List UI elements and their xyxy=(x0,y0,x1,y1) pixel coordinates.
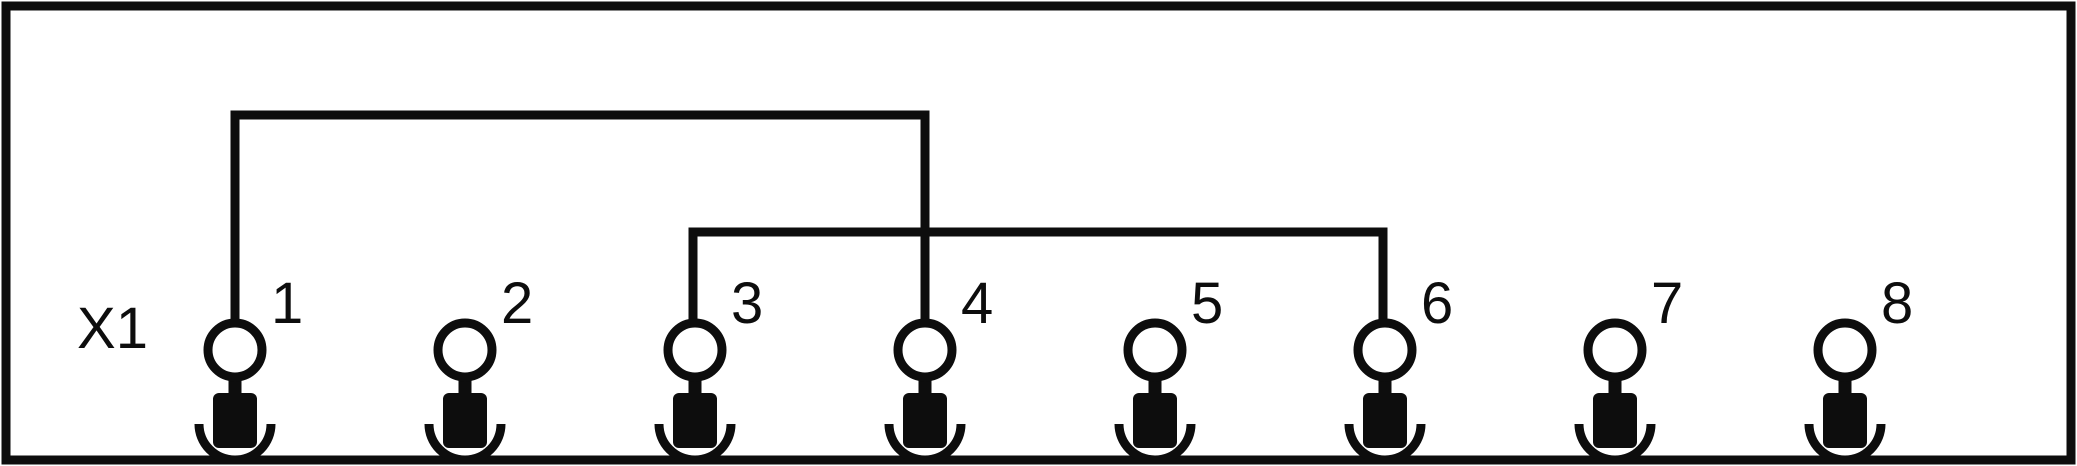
terminal-number-label: 4 xyxy=(961,271,993,336)
jumper-1-4 xyxy=(230,110,930,323)
terminal-clamp-arc xyxy=(194,423,276,459)
terminal-clamp-arc xyxy=(1344,423,1426,459)
terminal-number-label: 3 xyxy=(731,271,763,336)
terminal-1[interactable]: 1 xyxy=(194,271,303,460)
terminal-body xyxy=(673,393,717,448)
terminal-number-label: 2 xyxy=(501,271,533,336)
terminal-ring[interactable] xyxy=(1123,318,1187,382)
terminal-body xyxy=(1823,393,1867,448)
terminal-2[interactable]: 2 xyxy=(424,271,533,460)
jumper-3-6 xyxy=(688,227,1388,323)
terminal-8[interactable]: 8 xyxy=(1804,271,1913,460)
terminal-3[interactable]: 3 xyxy=(654,271,763,460)
terminal-clamp-arc xyxy=(654,423,736,459)
terminal-ring[interactable] xyxy=(1813,318,1877,382)
terminal-ring[interactable] xyxy=(1583,318,1647,382)
terminal-body xyxy=(213,393,257,448)
terminal-number-label: 5 xyxy=(1191,271,1223,336)
terminal-body xyxy=(1133,393,1177,448)
terminal-body xyxy=(1593,393,1637,448)
terminal-body xyxy=(903,393,947,448)
terminal-body xyxy=(1363,393,1407,448)
terminal-clamp-arc xyxy=(424,423,506,459)
terminal-clamp-arc xyxy=(1114,423,1196,459)
terminal-ring[interactable] xyxy=(663,318,727,382)
terminal-clamp-arc xyxy=(1574,423,1656,459)
terminal-ring[interactable] xyxy=(893,318,957,382)
terminal-5[interactable]: 5 xyxy=(1114,271,1223,460)
terminal-clamp-arc xyxy=(884,423,966,459)
terminal-ring[interactable] xyxy=(1353,318,1417,382)
terminal-7[interactable]: 7 xyxy=(1574,271,1683,460)
terminal-ring[interactable] xyxy=(433,318,497,382)
terminal-ring[interactable] xyxy=(203,318,267,382)
terminal-number-label: 8 xyxy=(1881,271,1913,336)
terminal-number-label: 6 xyxy=(1421,271,1453,336)
terminal-body xyxy=(443,393,487,448)
terminal-clamp-arc xyxy=(1804,423,1886,459)
terminal-4[interactable]: 4 xyxy=(884,271,993,460)
jumper-layer xyxy=(230,110,1388,323)
terminal-number-label: 7 xyxy=(1651,271,1683,336)
terminal-number-label: 1 xyxy=(271,271,303,336)
terminal-layer: 1 2 3 4 5 6 7 8 xyxy=(194,271,1913,460)
block-designation-label: X1 xyxy=(77,296,148,361)
terminal-6[interactable]: 6 xyxy=(1344,271,1453,460)
